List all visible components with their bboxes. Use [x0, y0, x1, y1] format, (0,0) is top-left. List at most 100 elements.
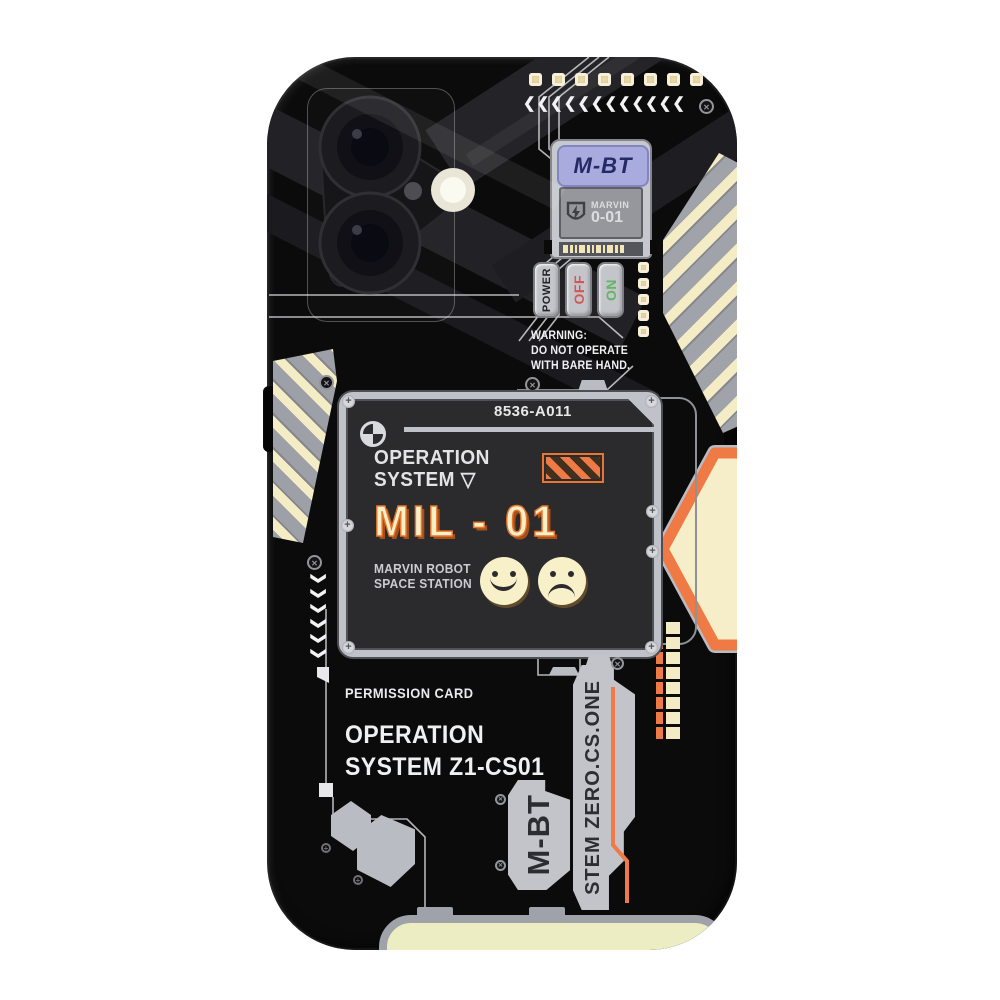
slot-tab — [529, 907, 565, 917]
side-dot-column — [638, 262, 649, 337]
card-notch — [544, 240, 552, 254]
cross-screw-icon — [525, 377, 540, 392]
mbt-vertical-tab: M-BT — [508, 780, 570, 890]
left-chevron-icon — [632, 95, 645, 113]
marvin-code: 0-01 — [591, 208, 624, 226]
barcode-dash — [603, 245, 605, 253]
off-button: OFF — [565, 262, 592, 318]
screw-icon — [341, 519, 354, 532]
indicator-dot — [638, 326, 649, 337]
screw-icon — [646, 505, 659, 518]
osz-line: OPERATION — [345, 721, 485, 749]
cross-screw-icon — [319, 375, 334, 390]
cross-screw-icon — [611, 657, 624, 670]
operation-system-label: OPERATION SYSTEM ▽ — [374, 447, 496, 491]
barcode-dash — [592, 245, 594, 253]
card-notch — [650, 240, 658, 254]
pin-rung — [656, 652, 680, 664]
stem-label: STEM ZERO.CS.ONE — [582, 680, 604, 895]
plus-screw-icon — [353, 875, 363, 885]
left-chevron-icon — [645, 95, 658, 113]
off-label: OFF — [570, 275, 587, 305]
indicator-dot — [598, 73, 611, 86]
robot-line: SPACE STATION — [374, 576, 472, 591]
barcode-dash — [563, 245, 568, 253]
mbt-badge-label: M-BT — [573, 153, 633, 178]
left-chevron-icon — [659, 95, 672, 113]
robot-line: MARVIN ROBOT — [374, 561, 471, 576]
pin-rung — [656, 682, 680, 694]
mbt-vertical-label: M-BT — [521, 794, 556, 876]
warning-line: WARNING: — [531, 330, 588, 342]
indicator-dot — [638, 294, 649, 305]
barcode-dash — [607, 245, 613, 253]
left-chevron-icon — [537, 95, 550, 113]
indicator-dot — [552, 73, 565, 86]
side-button-left — [263, 386, 275, 452]
down-chevron-icon — [310, 647, 325, 660]
pin-rung — [656, 697, 680, 709]
left-chevron-icon — [577, 95, 590, 113]
os-line: SYSTEM ▽ — [374, 469, 476, 491]
down-chevron-icon — [310, 587, 325, 600]
left-chevron-icon — [564, 95, 577, 113]
serial-label: 8536-A011 — [494, 403, 572, 420]
chevron-row — [523, 95, 685, 113]
indicator-dot — [575, 73, 588, 86]
phone-case-back: M-BT MARVIN 0-01 POWER OFF — [267, 57, 737, 950]
down-chevron-icon — [310, 632, 325, 645]
on-button: ON — [597, 262, 624, 318]
indicator-dot — [529, 73, 542, 86]
sad-face-icon — [538, 557, 586, 605]
warning-text: WARNING: DO NOT OPERATE WITH BARE HAND. — [531, 329, 639, 374]
mil-01-label: MIL - 01 — [373, 496, 560, 547]
left-chevron-icon — [618, 95, 631, 113]
cross-screw-icon — [699, 99, 714, 114]
screw-icon — [645, 395, 658, 408]
warning-line: WITH BARE HAND. — [531, 360, 631, 372]
cross-screw-icon — [307, 555, 322, 570]
main-panel: 8536-A011 OPERATION SYSTEM ▽ MIL - 01 MA… — [339, 392, 661, 657]
down-chevron-icon — [310, 617, 325, 630]
chevron-column — [311, 571, 324, 661]
hazard-stripes — [542, 453, 604, 483]
panel-divider — [404, 427, 654, 432]
warning-line: DO NOT OPERATE — [531, 345, 629, 357]
mbt-module-card: M-BT MARVIN 0-01 — [544, 139, 658, 259]
screw-icon — [342, 395, 355, 408]
left-chevron-icon — [604, 95, 617, 113]
marvin-panel: MARVIN 0-01 — [559, 187, 643, 239]
indicator-dot — [667, 73, 680, 86]
barcode-dash — [570, 245, 573, 253]
down-chevron-icon — [310, 602, 325, 615]
marvin-robot-label: MARVIN ROBOT SPACE STATION — [374, 561, 480, 591]
target-icon — [360, 421, 386, 447]
stem-bar: STEM ZERO.CS.ONE — [573, 665, 635, 910]
screw-icon — [342, 641, 355, 654]
indicator-dot — [690, 73, 703, 86]
stem-bar-tab — [585, 655, 613, 668]
os-line: OPERATION — [374, 447, 490, 469]
plus-screw-icon — [321, 843, 331, 853]
screw-icon — [645, 641, 658, 654]
power-button: POWER — [533, 262, 560, 318]
indicator-dot — [644, 73, 657, 86]
osz-line: SYSTEM Z1-CS01 — [345, 753, 545, 781]
barcode-dash — [620, 245, 624, 253]
smiley-face-icon — [480, 557, 528, 605]
barcode-dash — [579, 245, 585, 253]
left-chevron-icon — [550, 95, 563, 113]
pin-rung — [656, 727, 680, 739]
screw-icon — [646, 545, 659, 558]
cross-screw-icon — [495, 860, 506, 871]
barcode-dash — [575, 245, 577, 253]
slot-tab — [417, 907, 453, 917]
barcode-dash — [615, 245, 618, 253]
left-chevron-icon — [591, 95, 604, 113]
barcode-dash — [587, 245, 590, 253]
indicator-dot — [638, 262, 649, 273]
barcode — [559, 242, 643, 256]
indicator-dot — [638, 278, 649, 289]
operation-system-z1-label: OPERATION SYSTEM Z1-CS01 — [345, 719, 562, 783]
